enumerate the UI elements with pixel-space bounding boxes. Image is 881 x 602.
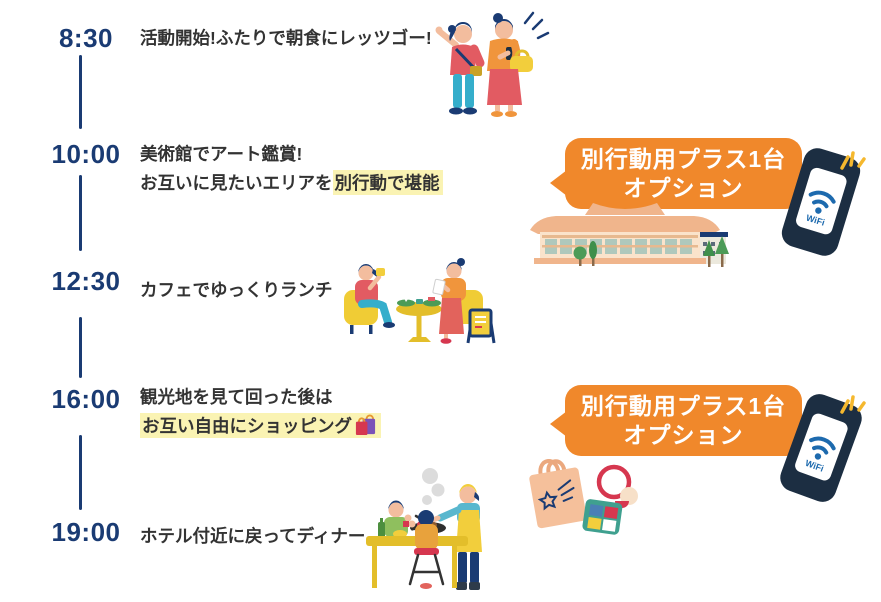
timeline-connector xyxy=(79,435,82,510)
time-1900: 19:00 xyxy=(51,517,121,547)
callout-line1: 別行動用プラス1台 xyxy=(580,145,787,172)
highlighted-text: お互い自由にショッピング xyxy=(140,413,381,438)
sparkle-icon xyxy=(840,151,866,170)
museum-illustration xyxy=(530,203,729,267)
cafe-lunch-illustration xyxy=(344,258,496,344)
wifi-label: WiFi xyxy=(805,213,826,228)
bubble-tail xyxy=(550,170,567,196)
activity-text: カフェでゆっくりランチ xyxy=(140,280,333,300)
sparkle-icon xyxy=(523,11,550,40)
callout-line1: 別行動用プラス1台 xyxy=(580,392,787,419)
activity-text: 観光地を見て回った後は xyxy=(140,387,333,407)
couple-walking-illustration xyxy=(435,11,550,117)
wifi-icon: WiFi xyxy=(805,190,836,228)
makeup-palette-icon xyxy=(582,499,623,535)
activity-text: 美術館でアート鑑賞! xyxy=(140,144,303,164)
sparkle-icon xyxy=(840,395,866,414)
activity-dinner: ホテル付近に戻ってディナー xyxy=(140,522,365,551)
tree-icon xyxy=(573,236,729,267)
activity-breakfast: 活動開始!ふたりで朝食にレッツゴー! xyxy=(140,24,432,53)
timeline-connector xyxy=(79,175,82,251)
activity-cafe-lunch: カフェでゆっくりランチ xyxy=(140,276,333,305)
callout-line2: オプション xyxy=(623,421,744,448)
dinner-scene-illustration xyxy=(366,468,482,590)
bubble-tail xyxy=(550,411,567,437)
timeline-connector xyxy=(79,317,82,378)
wifi-option-callout: 別行動用プラス1台 オプション xyxy=(550,138,802,209)
activity-text-plain: お互いに見たいエリアを xyxy=(140,173,333,193)
star-icon xyxy=(537,490,558,511)
timeline-connector xyxy=(79,55,82,129)
activity-text: ホテル付近に戻ってディナー xyxy=(140,526,366,546)
shopping-bags-icon xyxy=(355,414,376,436)
wifi-phone-icon: WiFi xyxy=(780,394,862,502)
activity-museum: 美術館でアート鑑賞! お互いに見たいエリアを別行動で堪能 xyxy=(140,140,443,198)
activity-text: 活動開始!ふたりで朝食にレッツゴー! xyxy=(140,28,432,48)
wifi-option-callout: 別行動用プラス1台 オプション xyxy=(550,385,802,456)
activity-shopping: 観光地を見て回った後は お互い自由にショッピング xyxy=(140,383,381,441)
wifi-phone-icon: WiFi xyxy=(781,148,861,256)
time-1000: 10:00 xyxy=(51,139,121,169)
activity-text: お互いに見たいエリアを別行動で堪能 xyxy=(140,169,443,198)
time-1230: 12:30 xyxy=(51,266,121,296)
activity-text-highlight: お互い自由にショッピング xyxy=(142,416,352,436)
highlighted-text: 別行動で堪能 xyxy=(332,170,443,195)
menu-sign-icon xyxy=(466,308,496,344)
callout-line2: オプション xyxy=(623,174,744,201)
shopping-bag-cosmetics-illustration xyxy=(529,459,638,535)
time-0830: 8:30 xyxy=(58,23,114,53)
time-1600: 16:00 xyxy=(51,384,121,414)
